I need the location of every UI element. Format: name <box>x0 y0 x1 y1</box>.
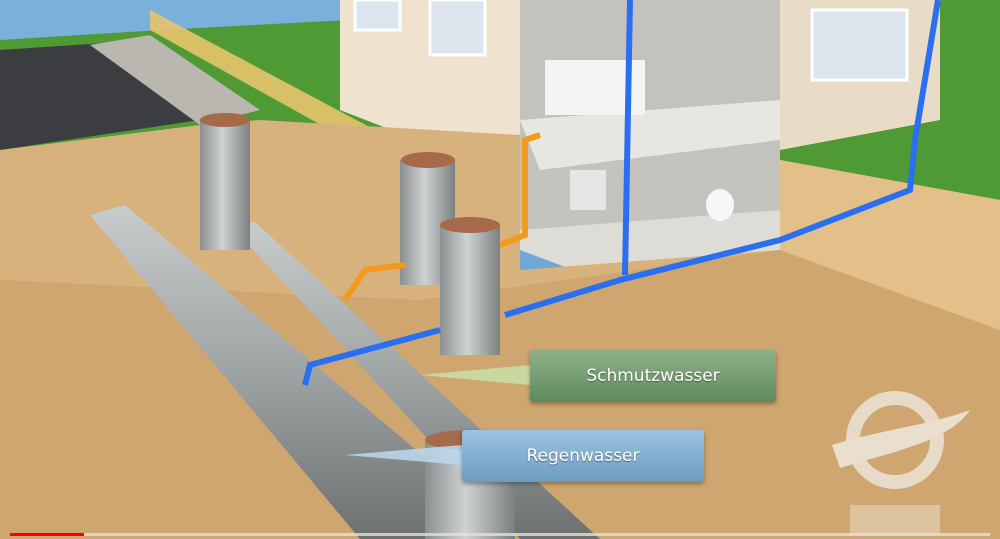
video-progress-fill <box>10 533 84 536</box>
callout-wastewater: Schmutzwasser <box>530 350 776 402</box>
road <box>0 42 200 150</box>
wastewater-house-pipe <box>302 0 941 386</box>
vbk-logo-watermark <box>832 391 970 535</box>
video-progress-bar[interactable] <box>10 533 990 536</box>
connector-pipe <box>342 262 406 302</box>
callout-rainwater: Regenwasser <box>462 430 704 482</box>
